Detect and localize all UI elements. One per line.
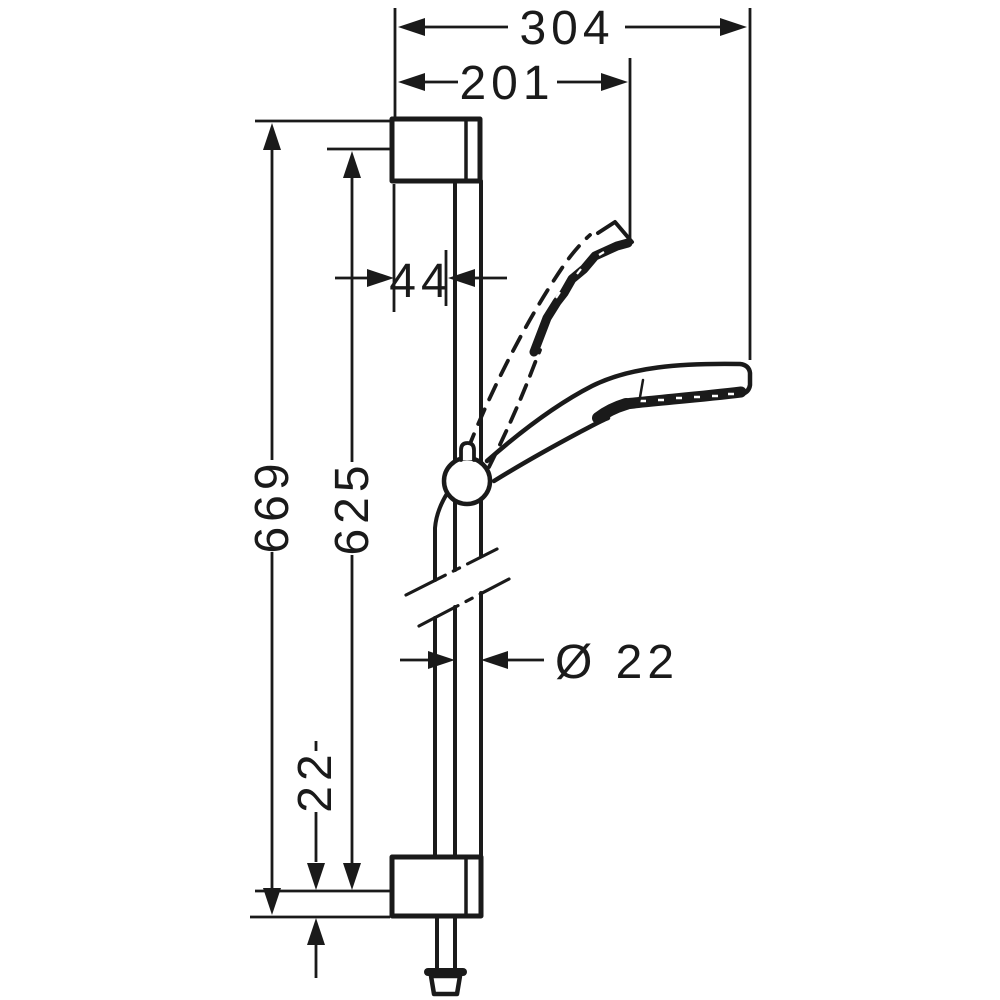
arrowhead-top-669 [263,123,281,150]
arrowhead-up-22 [307,918,325,945]
arrowhead-bottom-669 [263,888,281,915]
phantom-outline-front [487,348,542,469]
hose-left-edge [433,490,450,859]
spray-select-marker [637,378,645,405]
phantom-spray-face [529,238,633,357]
arrowhead-left-201 [398,73,425,91]
shower-handle-bottom [491,415,611,484]
shower-nozzle-highlights [640,392,734,403]
dimension-dia-22: Ø 22 [400,636,679,689]
dimension-304: 304 [398,2,747,55]
arrowhead-left-44 [367,269,394,287]
arrowhead-left-304 [398,18,425,36]
hand-shower-raised-position [466,220,634,469]
extension-lines [250,8,752,919]
hose-conical-nut [428,973,463,997]
shower-top-outline [484,361,753,464]
dimension-669: 669 [246,123,299,915]
arrowhead-bottom-625 [343,863,361,890]
dim-text-22: 22 [289,749,342,812]
hand-shower [484,361,753,484]
dim-text-669: 669 [246,458,299,553]
phantom-outline-back [466,233,592,451]
holder-knob [459,441,476,462]
arrowhead-right-44 [448,269,475,287]
holder-body [441,455,493,507]
break-line-lower [417,577,511,628]
dim-text-44: 44 [389,255,452,308]
arrowhead-right-201 [601,73,628,91]
phantom-nozzle-highlights [555,251,605,299]
arrowhead-top-625 [343,151,361,178]
dimension-201: 201 [398,57,628,110]
arrowhead-right-dia22 [481,651,508,669]
dim-text-dia22: Ø 22 [555,636,679,689]
phantom-head-corner [596,220,634,244]
dimension-44: 44 [335,255,507,308]
slider-holder [441,441,493,507]
hose-lower-section [435,914,457,971]
arrowhead-down-22 [307,863,325,890]
break-line-upper [404,547,499,597]
dim-text-625: 625 [326,460,379,555]
arrowhead-left-dia22 [428,651,455,669]
dim-text-201: 201 [459,57,554,110]
dim-text-304: 304 [519,2,614,55]
dimension-625: 625 [326,151,379,890]
wall-brackets [389,116,484,919]
dimension-22: 22 [289,741,342,978]
arrowhead-right-304 [720,18,747,36]
